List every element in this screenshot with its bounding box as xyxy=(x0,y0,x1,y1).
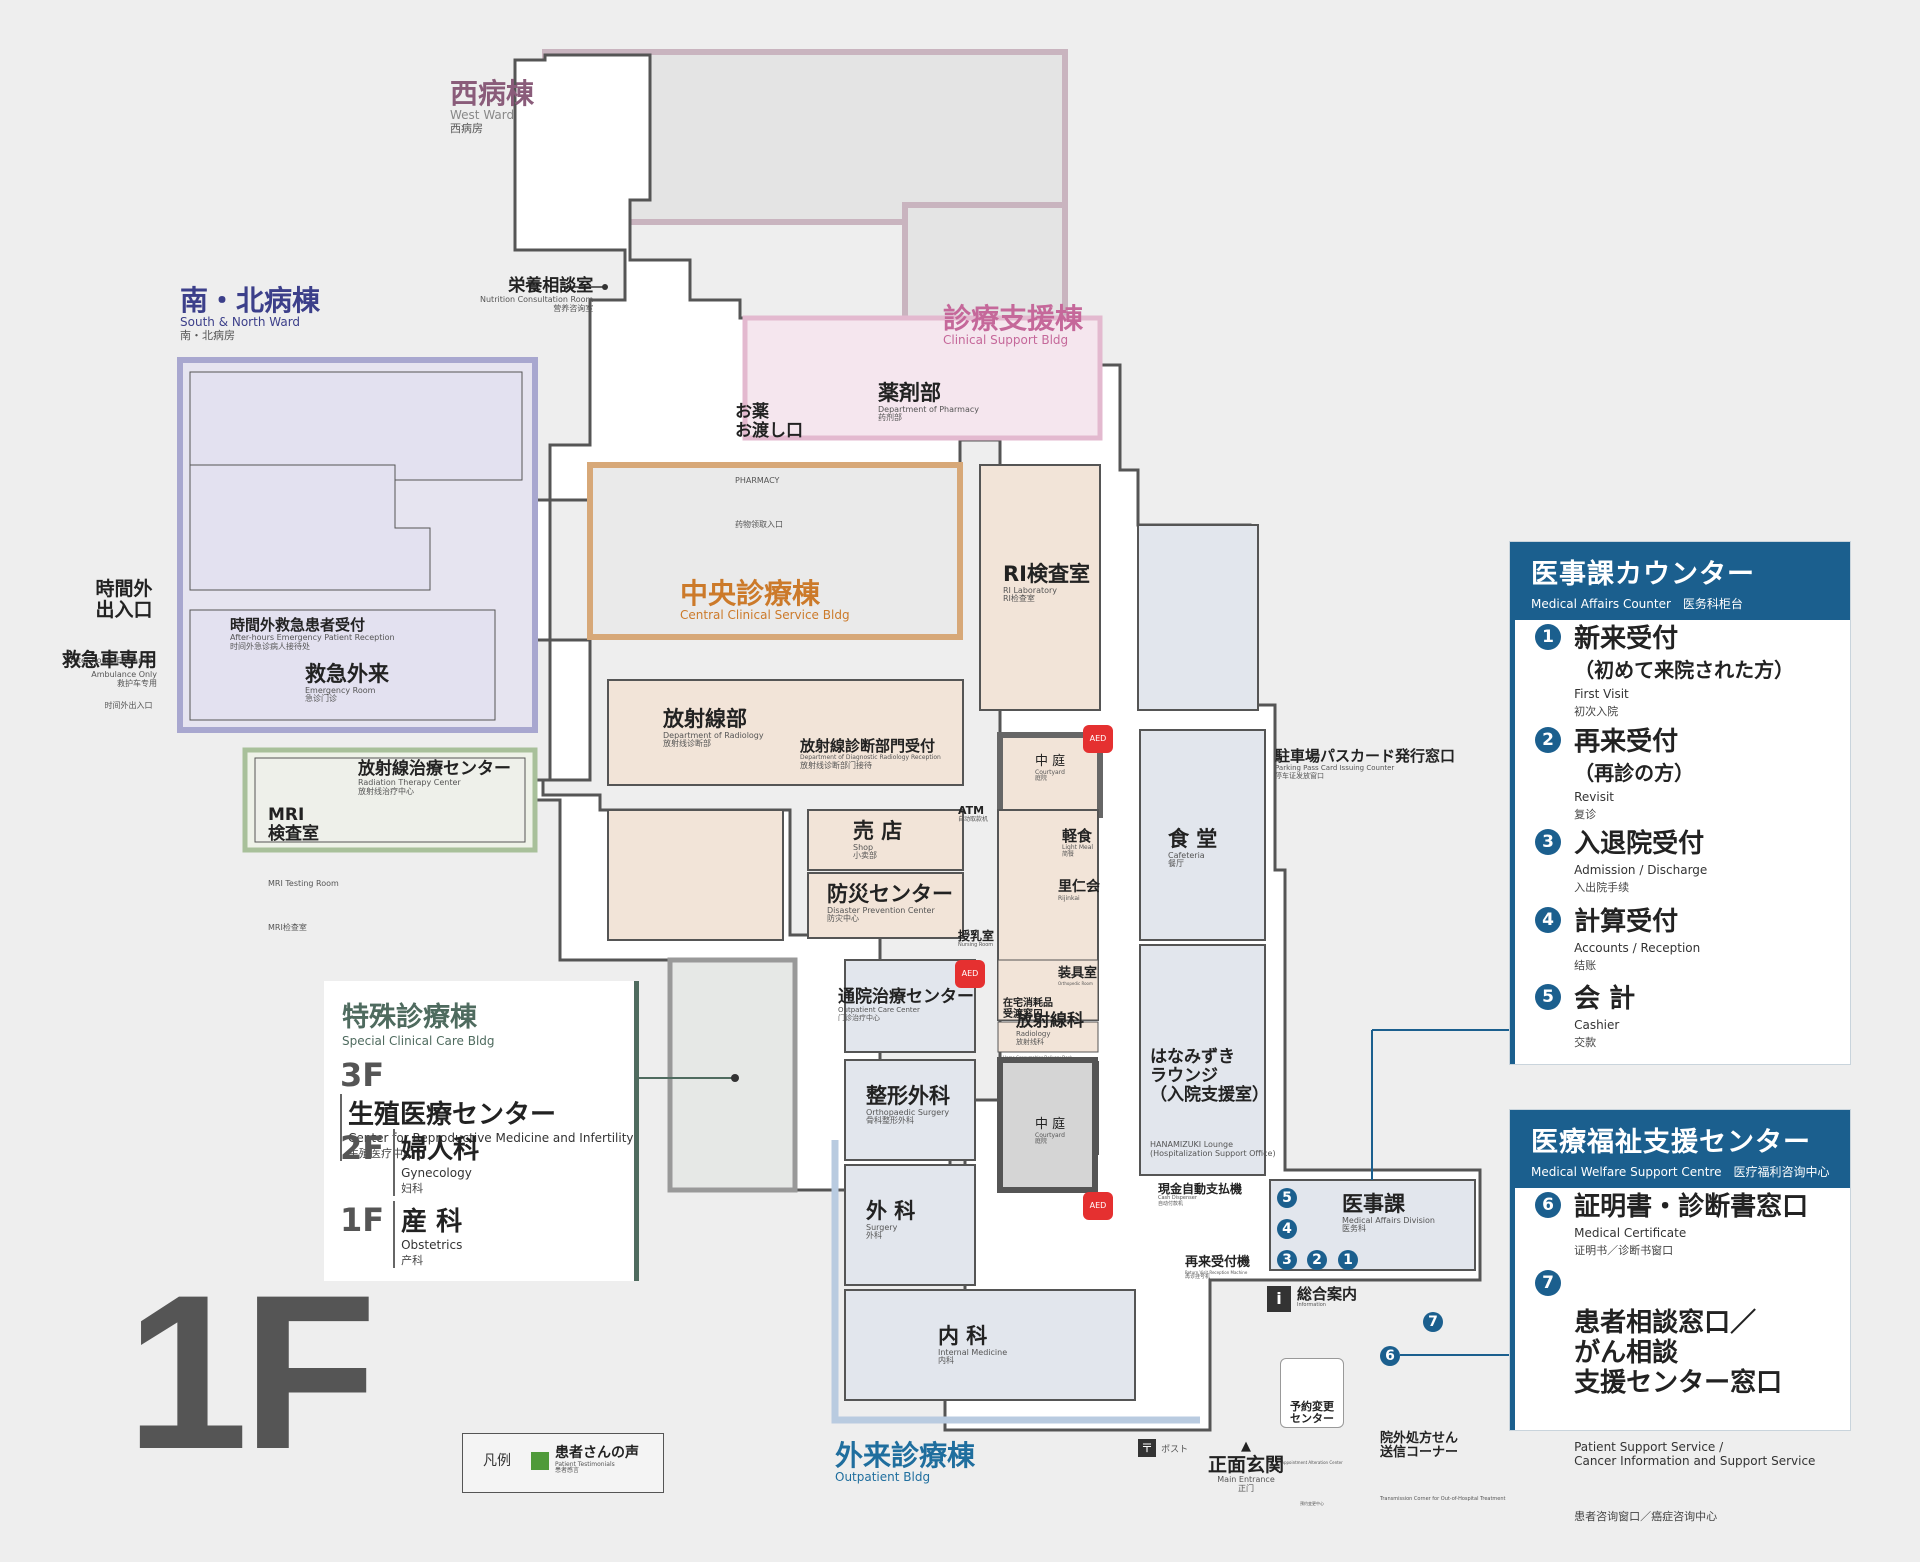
radiology-label: 放射線科 Radiology 放射线科 xyxy=(1016,1011,1084,1046)
counter-marker-3: 3 xyxy=(1277,1250,1297,1270)
after-hours-reception-label: 時間外救急患者受付 After-hours Emergency Patient … xyxy=(230,616,395,651)
counter-marker-1: 1 xyxy=(1338,1250,1358,1270)
courtyard-2-label: 中 庭 Courtyard 庭院 xyxy=(1035,1117,1066,1146)
shop-label: 売 店 Shop 小卖部 xyxy=(853,819,903,861)
counter-item-1: 1 新来受付 （初めて来院された方） First Visit 初次入院 xyxy=(1535,624,1794,719)
ri-lab-label: RI検査室 RI Laboratory RI检查室 xyxy=(1003,562,1090,604)
west-ward-title: 西病棟 West Ward 西病房 xyxy=(450,77,535,135)
welfare-panel-header: 医療福祉支援センター Medical Welfare Support Centr… xyxy=(1515,1110,1850,1188)
pharmacy-label: 薬剤部 Department of Pharmacy 药剂部 xyxy=(878,381,979,423)
aed-icon: AED xyxy=(1083,1192,1113,1220)
welfare-item-6: 6 証明書・診断書窓口 Medical Certificate 证明书／诊断书窗… xyxy=(1535,1192,1808,1258)
radiation-therapy-label: 放射線治療センター Radiation Therapy Center 放射线治疗… xyxy=(358,759,511,796)
up-arrow-icon: ▲ xyxy=(1241,1439,1251,1454)
counter-marker-4: 4 xyxy=(1277,1219,1297,1239)
transmission-label: 院外処方せん 送信コーナー Transmission Corner for Ou… xyxy=(1380,1430,1506,1502)
south-north-ward-title: 南・北病棟 South & North Ward 南・北病房 xyxy=(180,284,321,342)
legend-item: 患者さんの声 Patient Testimonials 患者感言 xyxy=(555,1445,639,1475)
aed-icon: AED xyxy=(1083,725,1113,753)
counter-panel-header: 医事課カウンター Medical Affairs Counter 医务科柜台 xyxy=(1515,542,1850,620)
after-hours-entrance-label: 時間外 出入口 After-hours Entrance 时间外出入口 xyxy=(70,577,153,710)
nursing-label: 授乳室 Nursing Room xyxy=(958,929,995,949)
special-floor-1: 1F 産 科 Obstetrics 产科 xyxy=(340,1201,463,1268)
cash-dispenser-label: 現金自動支払機 Cash Dispenser 自动付款机 xyxy=(1158,1182,1243,1208)
radiology-dept-label: 放射線部 Department of Radiology 放射线诊断部 xyxy=(663,707,764,749)
clinical-support-block xyxy=(742,315,1103,441)
parking-label: 駐車場パスカード発行窓口 Parking Pass Card Issuing C… xyxy=(1275,747,1456,780)
welfare-item-7: 7 患者相談窓口／ がん相談 支援センター窓口 Patient Support … xyxy=(1535,1270,1815,1562)
floor-number: 1F xyxy=(126,1249,377,1495)
patient-voice-icon xyxy=(531,1452,549,1470)
counter-item-2: 2 再来受付 （再診の方） Revisit 复诊 xyxy=(1535,727,1694,822)
revisit-machine-label: 再来受付機 Return Visit Reception Machine 再诊挂… xyxy=(1185,1255,1251,1281)
home-supplies-label: 在宅消耗品 受渡窓口 Home Consumables Delivery Des… xyxy=(1003,997,1073,1060)
information-label: 総合案内 Information xyxy=(1297,1285,1358,1308)
radiology-reception-label: 放射線診断部門受付 Department of Diagnostic Radio… xyxy=(800,737,941,770)
satokai-label: 里仁会 Rijinkai xyxy=(1058,879,1100,902)
post-icon: 〒 xyxy=(1138,1439,1156,1457)
post-label: 〒 ポスト xyxy=(1138,1438,1188,1457)
info-icon: i xyxy=(1267,1286,1291,1312)
aed-icon: AED xyxy=(955,960,985,988)
special-care-panel: 特殊診療棟 Special Clinical Care Bldg 3F 生殖医療… xyxy=(324,981,639,1281)
appointment-label: 予約変更 センター Appointment Alteration Center … xyxy=(1280,1358,1344,1506)
emergency-label: 救急外来 Emergency Room 急诊门诊 xyxy=(305,662,389,704)
counter-item-4: 4 計算受付 Accounts / Reception 结账 xyxy=(1535,907,1700,973)
cafeteria-label: 食 堂 Cafeteria 餐厅 xyxy=(1168,827,1218,869)
courtyard-1-label: 中 庭 Courtyard 庭院 xyxy=(1035,754,1066,783)
special-floor-2: 2F 婦人科 Gynecology 妇科 xyxy=(340,1129,480,1196)
counter-marker-2: 2 xyxy=(1307,1250,1327,1270)
mri-label: MRI 検査室 MRI Testing Room MRI检查室 xyxy=(268,804,339,933)
light-meal-label: 軽食 Light Meal 简餐 xyxy=(1062,827,1094,858)
central-block xyxy=(587,462,963,640)
welfare-marker-6: 6 xyxy=(1380,1346,1400,1366)
nutrition-label: 栄養相談室 Nutrition Consultation Room 营养咨询室 xyxy=(480,276,594,313)
legend: 凡例 患者さんの声 Patient Testimonials 患者感言 xyxy=(462,1433,664,1493)
clinical-support-title: 診療支援棟 Clinical Support Bldg xyxy=(943,302,1084,348)
atm-label: ATM 自动取款机 xyxy=(958,804,989,824)
disaster-label: 防災センター Disaster Prevention Center 防灾中心 xyxy=(827,882,953,924)
medical-affairs-label: 医事課 Medical Affairs Division 医务科 xyxy=(1342,1192,1435,1234)
counter-item-3: 3 入退院受付 Admission / Discharge 入出院手续 xyxy=(1535,829,1707,895)
special-floor-3: 3F 生殖医療センター Center for Reproductive Medi… xyxy=(340,1056,634,1161)
ambulance-label: 救急車専用 Ambulance Only 救护车专用 xyxy=(62,649,158,689)
outpatient-care-label: 通院治療センター Outpatient Care Center 门诊治疗中心 xyxy=(838,987,974,1022)
outpatient-title: 外来診療棟 Outpatient Bldg xyxy=(835,1439,976,1485)
surgery-label: 外 科 Surgery 外科 xyxy=(866,1199,916,1241)
main-entrance-label: ▲ 正面玄関 Main Entrance 正门 xyxy=(1208,1439,1285,1493)
counter-marker-5: 5 xyxy=(1277,1188,1297,1208)
orthopaedic-label: 整形外科 Orthopaedic Surgery 骨科整形外科 xyxy=(866,1084,950,1126)
medical-affairs-counter-panel: 医事課カウンター Medical Affairs Counter 医务科柜台 1… xyxy=(1510,542,1850,1064)
central-title: 中央診療棟 Central Clinical Service Bldg xyxy=(680,577,850,623)
medical-welfare-panel: 医療福祉支援センター Medical Welfare Support Centr… xyxy=(1510,1110,1850,1523)
welfare-marker-7: 7 xyxy=(1423,1312,1443,1332)
counter-item-5: 5 会 計 Cashier 交款 xyxy=(1535,984,1635,1050)
internal-medicine-label: 内 科 Internal Medicine 内科 xyxy=(938,1324,1008,1366)
orthopedic-room-label: 装具室 Orthopedic Room xyxy=(1058,966,1098,986)
hanamizuki-label: はなみずき ラウンジ （入院支援室） HANAMIZUKI Lounge (Ho… xyxy=(1150,1046,1276,1158)
pharmacy-pickup-label: お薬 お渡し口 PHARMACY 药物领取入口 xyxy=(735,401,803,530)
